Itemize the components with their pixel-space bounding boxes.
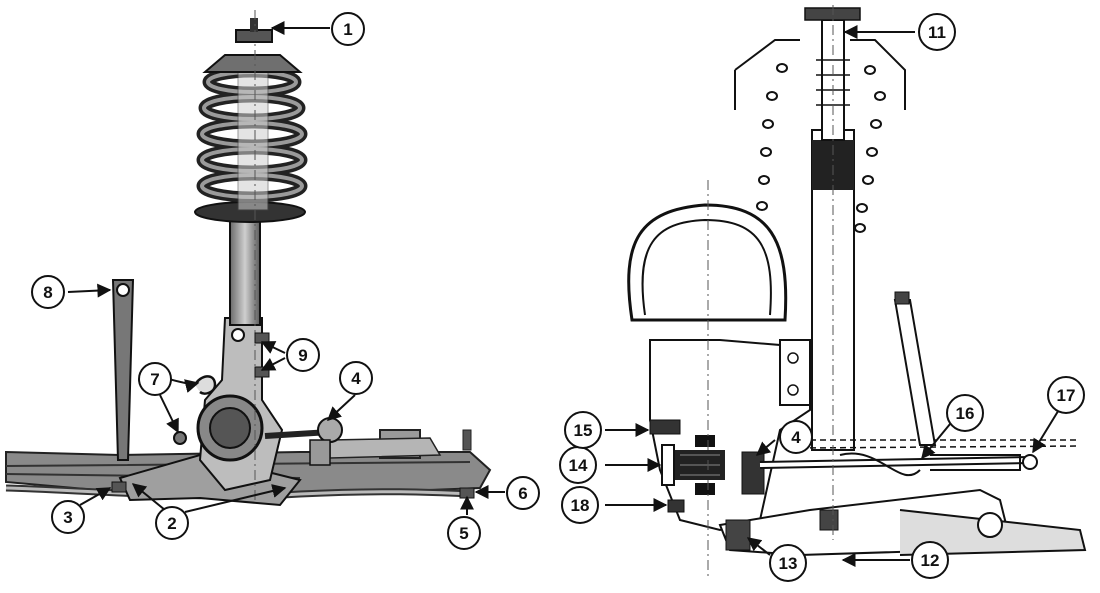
callout-15: 15 <box>564 411 602 449</box>
callout-3: 3 <box>51 500 85 534</box>
callout-4-left: 4 <box>339 361 373 395</box>
callout-14: 14 <box>559 446 597 484</box>
svg-text:14: 14 <box>569 456 588 475</box>
svg-text:12: 12 <box>921 551 940 570</box>
svg-text:9: 9 <box>298 346 307 365</box>
svg-text:3: 3 <box>63 508 72 527</box>
callout-12: 12 <box>911 541 949 579</box>
svg-text:11: 11 <box>928 23 946 42</box>
svg-text:8: 8 <box>43 283 52 302</box>
stabilizer-link-section <box>893 299 937 446</box>
callout-2: 2 <box>155 506 189 540</box>
svg-text:17: 17 <box>1057 386 1076 405</box>
callout-17: 17 <box>1047 376 1085 414</box>
svg-text:6: 6 <box>518 484 527 503</box>
left-suspension-drawing <box>5 10 492 507</box>
svg-text:2: 2 <box>167 514 176 533</box>
callout-4-right: 4 <box>779 420 813 454</box>
svg-text:7: 7 <box>150 370 159 389</box>
svg-text:5: 5 <box>459 524 468 543</box>
strut-top-mount <box>202 54 303 73</box>
callout-9: 9 <box>286 338 320 372</box>
svg-text:18: 18 <box>571 496 590 515</box>
body-panel <box>734 39 906 110</box>
callout-16: 16 <box>946 394 984 432</box>
spring-cross-section <box>756 63 886 233</box>
callout-8: 8 <box>31 275 65 309</box>
stabilizer-link <box>111 279 135 461</box>
callout-1: 1 <box>331 12 365 46</box>
svg-text:4: 4 <box>791 428 801 447</box>
svg-text:4: 4 <box>351 369 361 388</box>
hub-bearing <box>661 444 675 486</box>
svg-text:16: 16 <box>956 404 975 423</box>
callout-13: 13 <box>769 544 807 582</box>
svg-text:13: 13 <box>779 554 798 573</box>
right-suspension-drawing <box>627 5 1087 580</box>
callout-7: 7 <box>138 362 172 396</box>
callout-11: 11 <box>918 13 956 51</box>
callout-5: 5 <box>447 516 481 550</box>
svg-text:15: 15 <box>574 421 593 440</box>
callout-6: 6 <box>506 476 540 510</box>
callout-arrows <box>67 21 1061 567</box>
svg-text:1: 1 <box>343 20 352 39</box>
callout-18: 18 <box>561 486 599 524</box>
wheel-outline <box>627 203 788 322</box>
